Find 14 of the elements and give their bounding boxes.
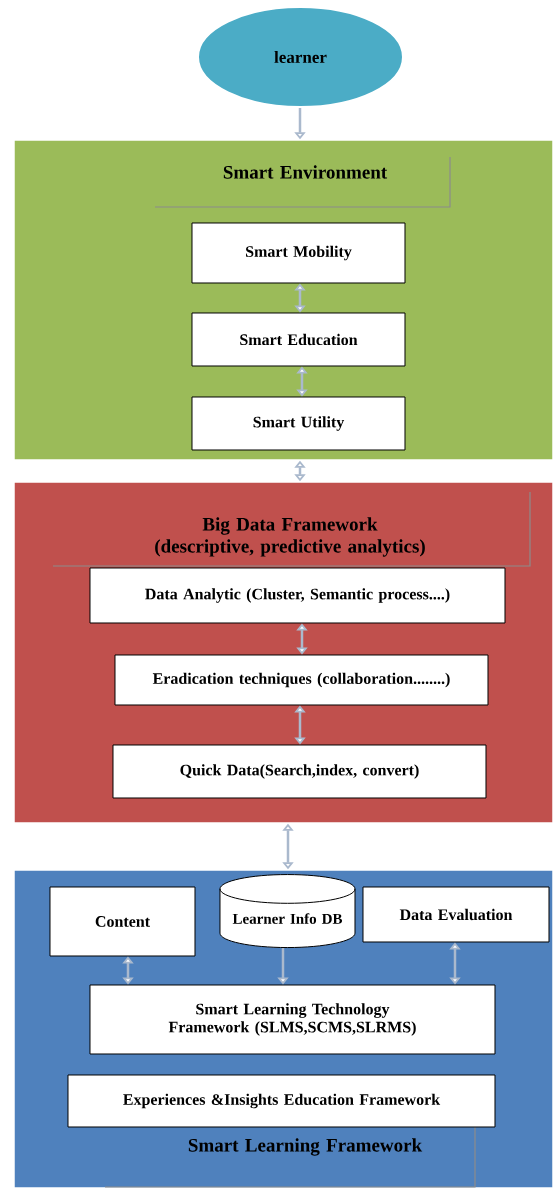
process-box: Smart Learning Technology Framework (SLMS,SCMS,SLRMS) [89,984,496,1055]
process-box: Quick Data(Search,index, convert) [112,744,487,799]
process-box: Content [49,886,196,957]
process-box: Eradication techniques (collaboration........) [114,654,489,706]
process-box: Smart Utility [191,396,406,451]
process-box: Data Evaluation [362,886,550,943]
process-box: Smart Education [191,312,406,367]
process-box: Experiences &Insights Education Framework [67,1074,496,1128]
panel-heading: Smart Learning Framework [104,1126,476,1188]
process-box: Smart Mobility [191,222,406,284]
process-box: Data Analytic (Cluster, Semantic process....) [89,567,506,624]
panel-heading: Smart Environment [154,156,451,208]
database-cylinder: Learner Info DB [219,874,356,949]
panel-heading: Big Data Framework (descriptive, predictive analytics) [52,491,531,567]
